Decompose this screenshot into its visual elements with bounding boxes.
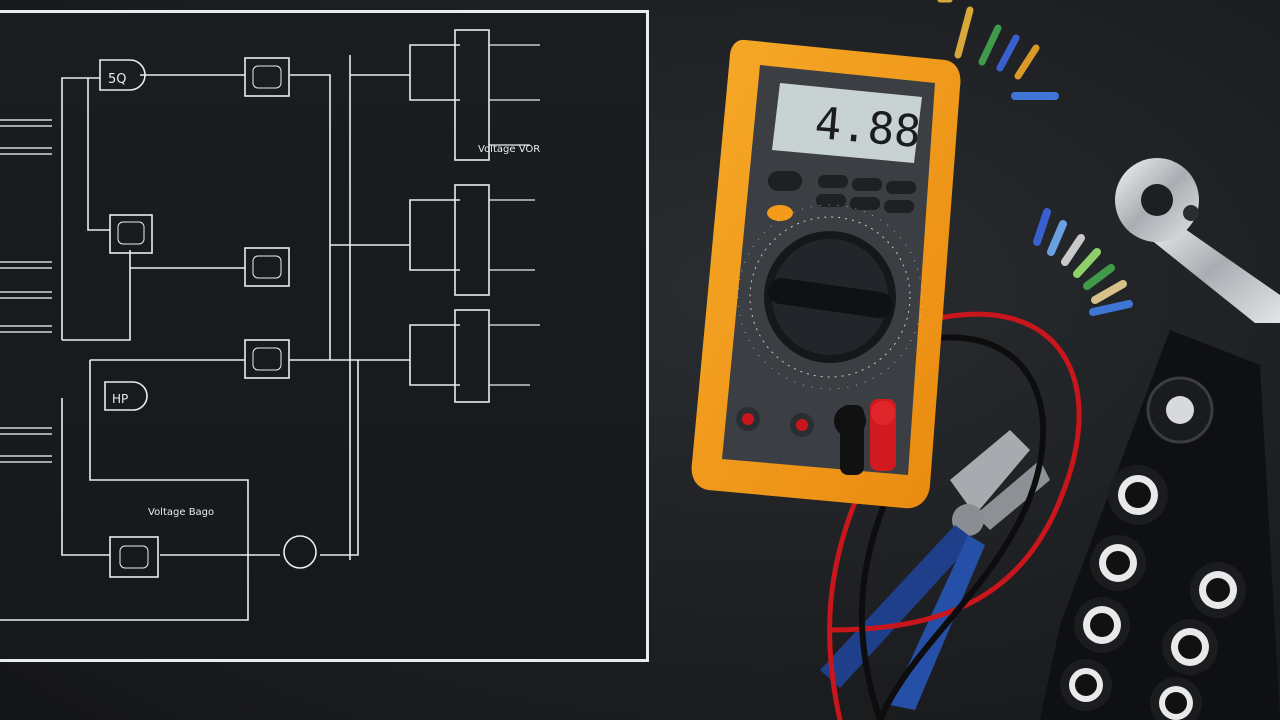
lcd-display <box>772 83 922 163</box>
socket <box>1074 597 1130 653</box>
socket-set <box>1040 330 1280 720</box>
module-stack-3 <box>454 309 490 403</box>
screwdriver-bits-right <box>1033 208 1133 316</box>
socket <box>1190 562 1246 618</box>
ic-block-4 <box>244 339 290 379</box>
ic-block-2 <box>109 214 153 254</box>
screwdriver-bits-top <box>937 0 1059 100</box>
chip-label-1: 5Q <box>108 72 127 87</box>
multimeter: 4.88 <box>691 39 961 509</box>
left-input-labels <box>0 119 52 463</box>
ic-block-5 <box>109 536 159 578</box>
schematic-frame <box>0 10 649 662</box>
test-leads <box>827 311 1082 720</box>
lcd-readout: 4.88 <box>813 98 923 158</box>
chip-label-2: HP <box>112 392 128 406</box>
hold-button <box>767 205 793 221</box>
module-stack-1 <box>454 29 490 161</box>
gate-1 <box>99 59 146 91</box>
ic-block-1 <box>244 57 290 97</box>
schematic-diagram: 5Q HP Voltage VOR Voltage Bago <box>0 29 540 621</box>
socket <box>1162 619 1218 675</box>
dial-knob <box>768 278 893 318</box>
sensor-circle <box>283 535 317 569</box>
schematic-label-bottom: Voltage Bago <box>148 507 214 518</box>
black-probe-plug <box>840 405 864 475</box>
module-stack-2 <box>454 184 490 296</box>
pliers <box>820 430 1050 710</box>
schematic-label-top: Voltage VOR <box>478 144 540 155</box>
socket <box>1150 677 1202 720</box>
ratchet-wrench <box>1115 158 1280 323</box>
socket <box>1090 535 1146 591</box>
power-button <box>768 171 802 191</box>
socket <box>1060 659 1112 711</box>
gate-2 <box>104 381 148 411</box>
ic-block-3 <box>244 247 290 287</box>
socket <box>1108 465 1168 525</box>
